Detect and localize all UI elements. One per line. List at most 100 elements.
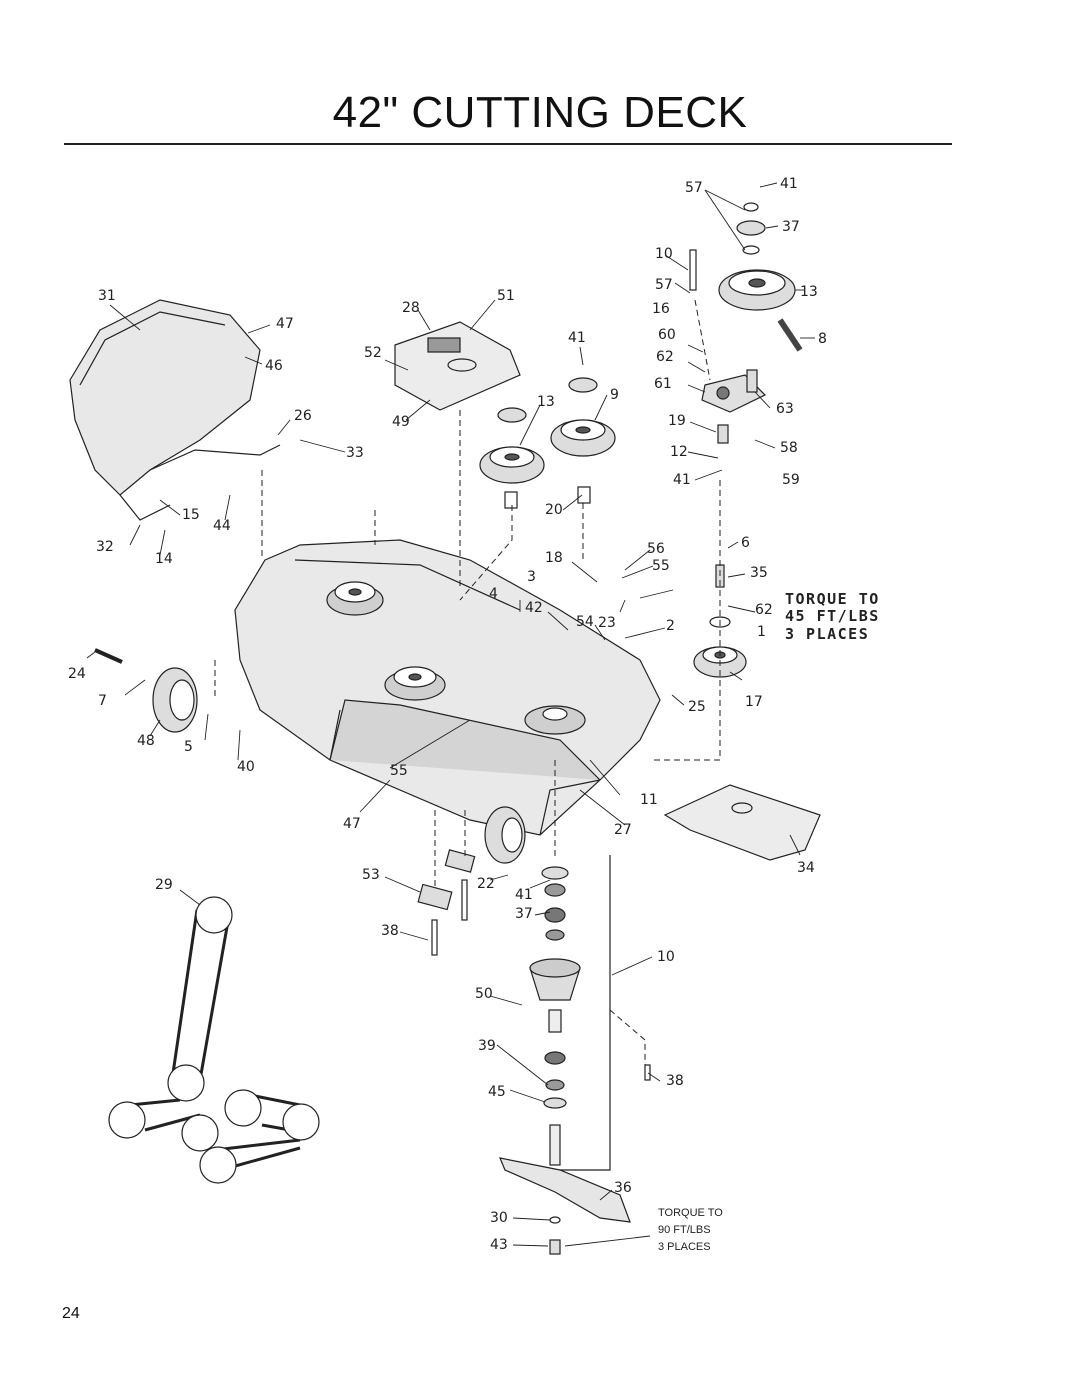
washer-37-top bbox=[736, 220, 766, 236]
callout-39: 39 bbox=[478, 1038, 496, 1054]
callout-62: 62 bbox=[656, 349, 674, 365]
callout-47: 47 bbox=[276, 316, 294, 332]
callout-55: 55 bbox=[390, 763, 408, 779]
torque-note-upper-line2: 45 FT/LBS bbox=[785, 607, 880, 625]
callout-15: 15 bbox=[182, 507, 200, 523]
callout-40: 40 bbox=[237, 759, 255, 775]
callout-41: 41 bbox=[673, 472, 691, 488]
spacer-20-left bbox=[504, 491, 518, 509]
callout-34: 34 bbox=[797, 860, 815, 876]
torque-note-upper: TORQUE TO 45 FT/LBS 3 PLACES bbox=[785, 590, 880, 643]
callout-51: 51 bbox=[497, 288, 515, 304]
callout-56: 56 bbox=[647, 541, 665, 557]
torque-note-lower-line3: 3 PLACES bbox=[658, 1241, 711, 1253]
callout-62: 62 bbox=[755, 602, 773, 618]
bushing-58 bbox=[746, 369, 758, 393]
callout-10: 10 bbox=[657, 949, 675, 965]
belt-pulley-5 bbox=[282, 1103, 320, 1141]
mower-blade bbox=[499, 1157, 631, 1223]
callout-31: 31 bbox=[98, 288, 116, 304]
callout-10: 10 bbox=[655, 246, 673, 262]
callout-11: 11 bbox=[640, 792, 658, 808]
callout-25: 25 bbox=[688, 699, 706, 715]
callout-14: 14 bbox=[155, 551, 173, 567]
spacer-20-right bbox=[577, 486, 591, 504]
title-rule bbox=[64, 143, 952, 145]
plate-upper bbox=[444, 849, 476, 873]
callout-54: 54 bbox=[576, 614, 594, 630]
callout-38: 38 bbox=[666, 1073, 684, 1089]
callout-32: 32 bbox=[96, 539, 114, 555]
callout-49: 49 bbox=[392, 414, 410, 430]
torque-note-upper-line3: 3 PLACES bbox=[785, 625, 869, 643]
callout-7: 7 bbox=[98, 693, 107, 709]
callout-41: 41 bbox=[780, 176, 798, 192]
belt-pulley-2 bbox=[108, 1101, 146, 1139]
bolt-21 bbox=[549, 1239, 561, 1255]
callout-48: 48 bbox=[137, 733, 155, 749]
belt-pulley-4 bbox=[224, 1089, 262, 1127]
belt-pulley-3 bbox=[181, 1114, 219, 1152]
callout-30: 30 bbox=[490, 1210, 508, 1226]
washer-24 bbox=[709, 616, 731, 628]
callout-55: 55 bbox=[652, 558, 670, 574]
spindle-group-bracket bbox=[555, 855, 611, 1171]
callout-13: 13 bbox=[537, 394, 555, 410]
callout-42: 42 bbox=[525, 600, 543, 616]
callout-17: 17 bbox=[745, 694, 763, 710]
gauge-wheel-left bbox=[152, 667, 198, 733]
torque-note-lower: TORQUE TO 90 FT/LBS 3 PLACES bbox=[658, 1207, 723, 1253]
callout-41: 41 bbox=[515, 887, 533, 903]
callout-22: 22 bbox=[477, 876, 495, 892]
callout-33: 33 bbox=[346, 445, 364, 461]
callout-12: 12 bbox=[670, 444, 688, 460]
callout-35: 35 bbox=[750, 565, 768, 581]
callout-61: 61 bbox=[654, 376, 672, 392]
callout-45: 45 bbox=[488, 1084, 506, 1100]
washer-57 bbox=[742, 245, 760, 255]
deck-shell bbox=[234, 539, 661, 836]
callout-57: 57 bbox=[685, 180, 703, 196]
callout-29: 29 bbox=[155, 877, 173, 893]
plate-22 bbox=[417, 883, 453, 911]
gauge-wheel-front bbox=[484, 806, 526, 864]
torque-note-lower-line1: TORQUE TO bbox=[658, 1207, 723, 1219]
callout-5: 5 bbox=[184, 739, 193, 755]
belt-pulley-1 bbox=[167, 1064, 205, 1102]
callout-leaders bbox=[86, 182, 815, 1247]
pulley-13 bbox=[479, 446, 545, 484]
callout-36: 36 bbox=[614, 1180, 632, 1196]
callout-53: 53 bbox=[362, 867, 380, 883]
callout-26: 26 bbox=[294, 408, 312, 424]
bolt-10-lower bbox=[431, 919, 438, 956]
torque-note-upper-line1: TORQUE TO bbox=[785, 590, 880, 608]
callout-18: 18 bbox=[545, 550, 563, 566]
callout-38: 38 bbox=[381, 923, 399, 939]
callout-37: 37 bbox=[515, 906, 533, 922]
callout-41: 41 bbox=[568, 330, 586, 346]
callout-47: 47 bbox=[343, 816, 361, 832]
spindle-assembly bbox=[529, 866, 581, 1166]
deck-pulley-left bbox=[326, 581, 384, 616]
belt-pulley-6 bbox=[199, 1146, 237, 1184]
callout-59: 59 bbox=[782, 472, 800, 488]
torque-note-lower-line2: 90 FT/LBS bbox=[658, 1224, 711, 1236]
callout-57: 57 bbox=[655, 277, 673, 293]
belt-shield-top bbox=[394, 321, 521, 411]
belt-shield-right bbox=[663, 784, 821, 861]
spacer-19 bbox=[717, 424, 729, 444]
washer-41-mid bbox=[568, 377, 598, 393]
callout-50: 50 bbox=[475, 986, 493, 1002]
assembly-dashed-lines bbox=[214, 299, 721, 1065]
callout-60: 60 bbox=[658, 327, 676, 343]
callout-63: 63 bbox=[776, 401, 794, 417]
page-number: 24 bbox=[62, 1305, 80, 1322]
washer-mid-left bbox=[497, 407, 527, 423]
callout-23: 23 bbox=[598, 615, 616, 631]
callout-3: 3 bbox=[527, 569, 536, 585]
callout-58: 58 bbox=[780, 440, 798, 456]
pulley-9 bbox=[550, 419, 616, 457]
bolt-45 bbox=[644, 1064, 651, 1081]
callout-4: 4 bbox=[489, 586, 498, 602]
